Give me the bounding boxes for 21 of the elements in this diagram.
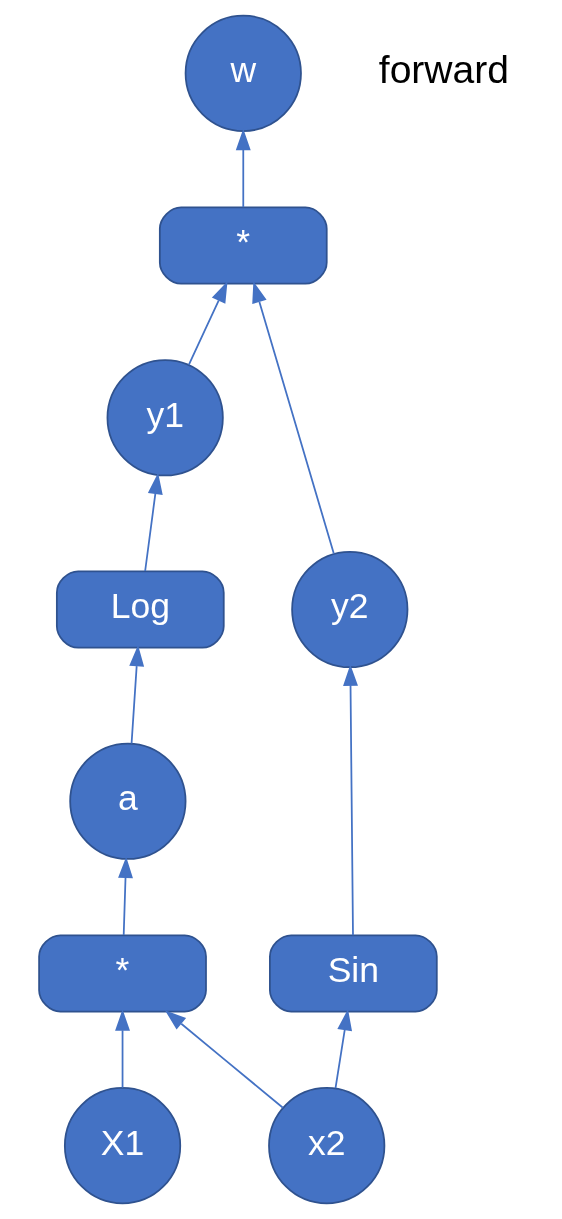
arrow — [187, 281, 228, 366]
arrow — [334, 1009, 353, 1090]
node-circle: w — [184, 14, 302, 132]
node-box: * — [158, 206, 328, 285]
node-box: * — [38, 934, 207, 1013]
arrow — [343, 664, 358, 937]
arrow — [144, 472, 163, 572]
node-circle: X1 — [63, 1087, 182, 1205]
node-circle: a — [69, 742, 187, 860]
label: forward — [378, 48, 509, 92]
node-circle: y2 — [291, 550, 409, 669]
arrow — [129, 645, 145, 745]
node-box: Sin — [269, 934, 438, 1013]
node-box: Log — [55, 570, 225, 649]
arrow — [115, 1009, 130, 1089]
node-circle: y1 — [106, 359, 224, 477]
arrow — [252, 281, 335, 555]
arrow — [118, 856, 133, 936]
arrow — [235, 128, 251, 209]
arrow — [164, 1010, 284, 1109]
node-circle: x2 — [268, 1087, 386, 1205]
